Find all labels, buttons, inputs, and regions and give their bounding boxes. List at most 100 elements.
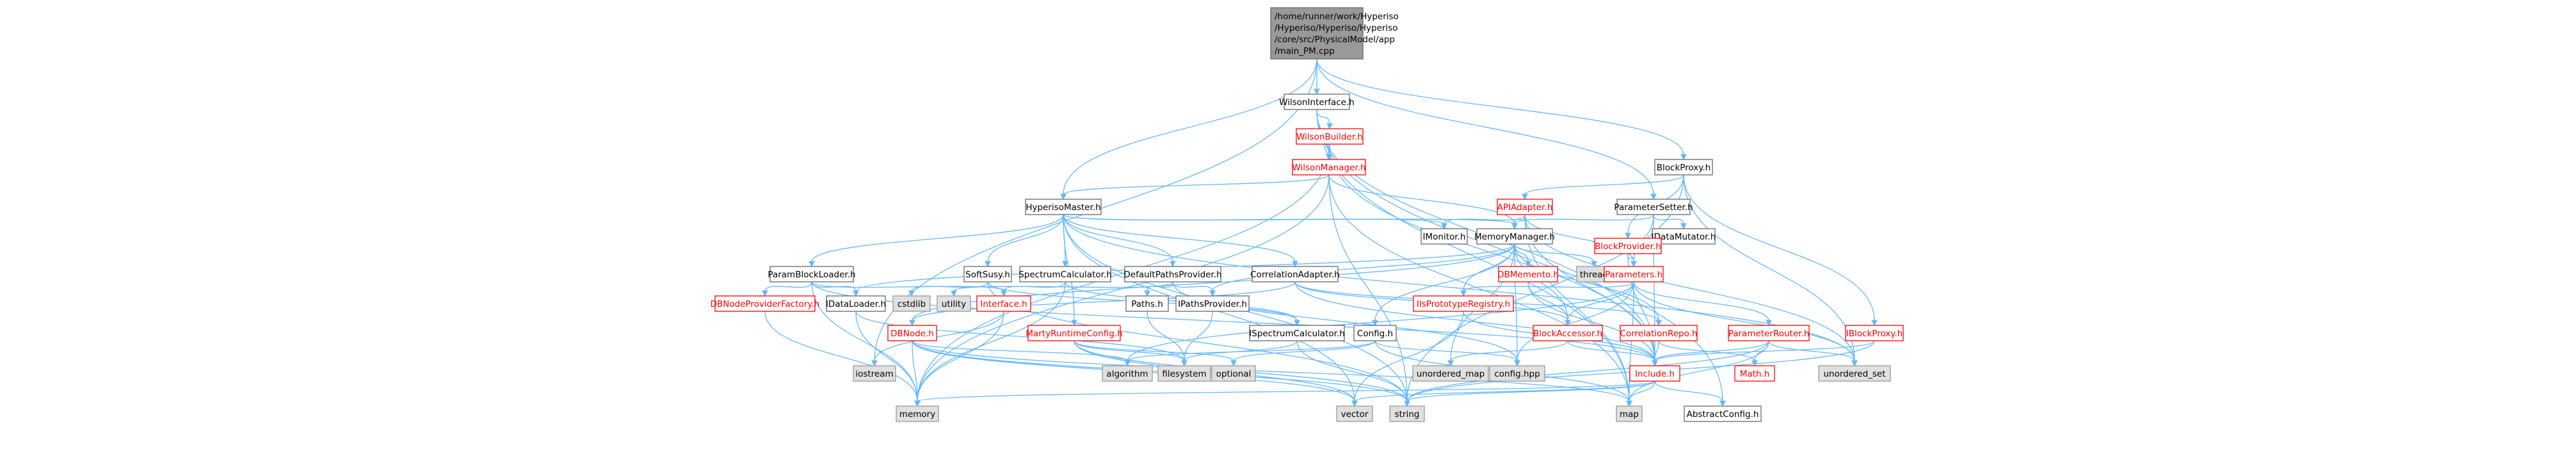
node-abstractconfig[interactable]: AbstractConfig.h xyxy=(1684,405,1762,422)
node-spectrumcalculator[interactable]: SpectrumCalculator.h xyxy=(1018,266,1112,282)
edge-DefaultPathsProvider-to-PathsH xyxy=(1144,281,1173,297)
node-label: ParameterRouter.h xyxy=(1728,329,1810,339)
node-blockproxy[interactable]: BlockProxy.h xyxy=(1654,159,1713,176)
node-idatamutator[interactable]: IDataMutator.h xyxy=(1652,228,1716,245)
edge-HyperisoMaster-to-DefaultPathsProvider xyxy=(1063,214,1176,268)
node-softsusy[interactable]: SoftSusy.h xyxy=(963,266,1012,282)
edge-DefaultPathsProvider-to-IPathsProvider xyxy=(1172,281,1216,297)
node-parametersetter[interactable]: ParameterSetter.h xyxy=(1614,199,1693,215)
node-parameters[interactable]: Parameters.h xyxy=(1604,266,1664,282)
node-configh[interactable]: Config.h xyxy=(1353,325,1397,341)
arrowhead xyxy=(1209,290,1216,297)
node-wilsoninterface[interactable]: WilsonInterface.h xyxy=(1279,94,1355,110)
node-map: map xyxy=(1616,405,1643,422)
edge-DBMemento-to-IncludeH xyxy=(1527,281,1658,367)
arrowhead xyxy=(951,290,957,297)
edge-WilsonManager-to-HyperisoMaster xyxy=(1060,174,1330,200)
node-box xyxy=(1296,128,1364,145)
node-dbnode[interactable]: DBNode.h xyxy=(887,325,937,341)
arrowhead xyxy=(1511,223,1518,230)
node-label: ISpectrumCalculator.h xyxy=(1249,329,1345,339)
node-box xyxy=(1604,266,1664,282)
node-box xyxy=(1336,405,1373,422)
node-box xyxy=(937,295,971,312)
arrowhead xyxy=(1680,223,1687,230)
arrowhead xyxy=(908,290,915,297)
node-correlationadapter[interactable]: CorrelationAdapter.h xyxy=(1250,266,1340,282)
node-defaultpathsprovider[interactable]: DefaultPathsProvider.h xyxy=(1123,266,1222,282)
edge-ConfigH-to-optional xyxy=(1230,340,1376,367)
node-box xyxy=(892,295,931,312)
node-box xyxy=(1157,365,1211,382)
node-wilsonmanager[interactable]: WilsonManager.h xyxy=(1292,159,1366,176)
node-label: config.hpp xyxy=(1494,369,1540,379)
edge-BlockProxy-to-APIAdapter xyxy=(1522,174,1684,200)
node-includeh[interactable]: Include.h xyxy=(1629,365,1680,382)
edge-BlockProxy-to-IBlockProxy xyxy=(1683,174,1878,327)
node-box xyxy=(887,325,937,341)
node-label: cstdlib xyxy=(898,299,926,309)
edge-main-to-ParameterSetter xyxy=(1316,58,1657,200)
node-box xyxy=(1533,325,1603,341)
edge-ConfigH-to-config_hpp xyxy=(1374,340,1520,367)
edge-IBlockProxy-to-IncludeH xyxy=(1652,340,1875,367)
node-mathh[interactable]: Math.h xyxy=(1734,365,1775,382)
node-label: CorrelationAdapter.h xyxy=(1250,270,1340,280)
edge-MemoryManager-to-thread xyxy=(1514,243,1597,268)
node-label: DBNodeProviderFactory.h xyxy=(711,299,820,309)
node-hyperisomaster[interactable]: HyperisoMaster.h xyxy=(1025,199,1102,215)
node-blockprovider[interactable]: BlockProvider.h xyxy=(1594,238,1662,254)
arrowhead xyxy=(1326,123,1333,130)
node-pathsh[interactable]: Paths.h xyxy=(1125,295,1169,312)
node-iisprototyperegistry[interactable]: IIsPrototypeRegistry.h xyxy=(1413,295,1514,312)
node-blockaccessor[interactable]: BlockAccessor.h xyxy=(1533,325,1603,341)
arrowhead xyxy=(1060,193,1067,200)
node-label: Interface.h xyxy=(980,299,1027,309)
node-cstdlib: cstdlib xyxy=(892,295,931,312)
node-imonitor[interactable]: IMonitor.h xyxy=(1421,228,1468,245)
arrowhead xyxy=(1751,360,1758,367)
node-box xyxy=(1412,365,1489,382)
node-box xyxy=(1845,325,1904,341)
node-interface[interactable]: Interface.h xyxy=(976,295,1031,312)
arrowhead xyxy=(914,400,921,407)
node-box xyxy=(1616,405,1643,422)
node-dbmemento[interactable]: DBMemento.h xyxy=(1497,266,1559,282)
arrowhead xyxy=(1565,320,1571,327)
arrowhead xyxy=(1062,261,1068,268)
node-label: BlockAccessor.h xyxy=(1533,329,1602,339)
node-ispectrumcalculator[interactable]: ISpectrumCalculator.h xyxy=(1249,325,1345,341)
arrowhead xyxy=(762,290,768,297)
node-label: iostream xyxy=(855,369,893,379)
node-paramblockloader[interactable]: ParamBlockLoader.h xyxy=(768,266,856,282)
node-box xyxy=(1252,266,1339,282)
node-box xyxy=(1389,405,1425,422)
arrowhead xyxy=(1170,261,1176,268)
node-parameterrouter[interactable]: ParameterRouter.h xyxy=(1728,325,1810,341)
arrowhead xyxy=(1294,320,1300,327)
arrowhead xyxy=(1630,261,1637,268)
node-martyruntimeconfig[interactable]: MartyRuntimeConfig.h xyxy=(1026,325,1123,341)
node-label: AbstractConfig.h xyxy=(1687,409,1759,420)
node-iblockproxy[interactable]: IBlockProxy.h xyxy=(1845,325,1904,341)
node-label: ParameterSetter.h xyxy=(1614,202,1693,213)
arrowhead xyxy=(985,261,991,268)
node-idataloader[interactable]: IDataLoader.h xyxy=(826,295,886,312)
node-apiadapter[interactable]: APIAdapter.h xyxy=(1497,199,1553,215)
node-label: Parameters.h xyxy=(1605,270,1662,280)
node-ipathsprovider[interactable]: IPathsProvider.h xyxy=(1175,295,1250,312)
arrowhead xyxy=(1625,233,1631,240)
node-wilsonbuilder[interactable]: WilsonBuilder.h xyxy=(1296,128,1364,145)
node-box xyxy=(1594,238,1662,254)
node-dbnodeproviderfactory[interactable]: DBNodeProviderFactory.h xyxy=(711,295,820,312)
node-box xyxy=(1421,228,1468,245)
edge-ParameterSetter-to-MemoryManager xyxy=(1511,214,1654,230)
node-memorymanager[interactable]: MemoryManager.h xyxy=(1474,228,1555,245)
arrowhead xyxy=(1372,320,1378,327)
node-optional: optional xyxy=(1211,365,1256,382)
arrowhead xyxy=(1650,193,1657,200)
node-label: BlockProxy.h xyxy=(1657,163,1711,173)
node-correlationrepo[interactable]: CorrelationRepo.h xyxy=(1620,325,1698,341)
node-root-main-pm-cpp: /home/runner/work/Hyperiso/Hyperiso/Hype… xyxy=(1270,7,1399,60)
node-label: thread xyxy=(1580,270,1608,280)
